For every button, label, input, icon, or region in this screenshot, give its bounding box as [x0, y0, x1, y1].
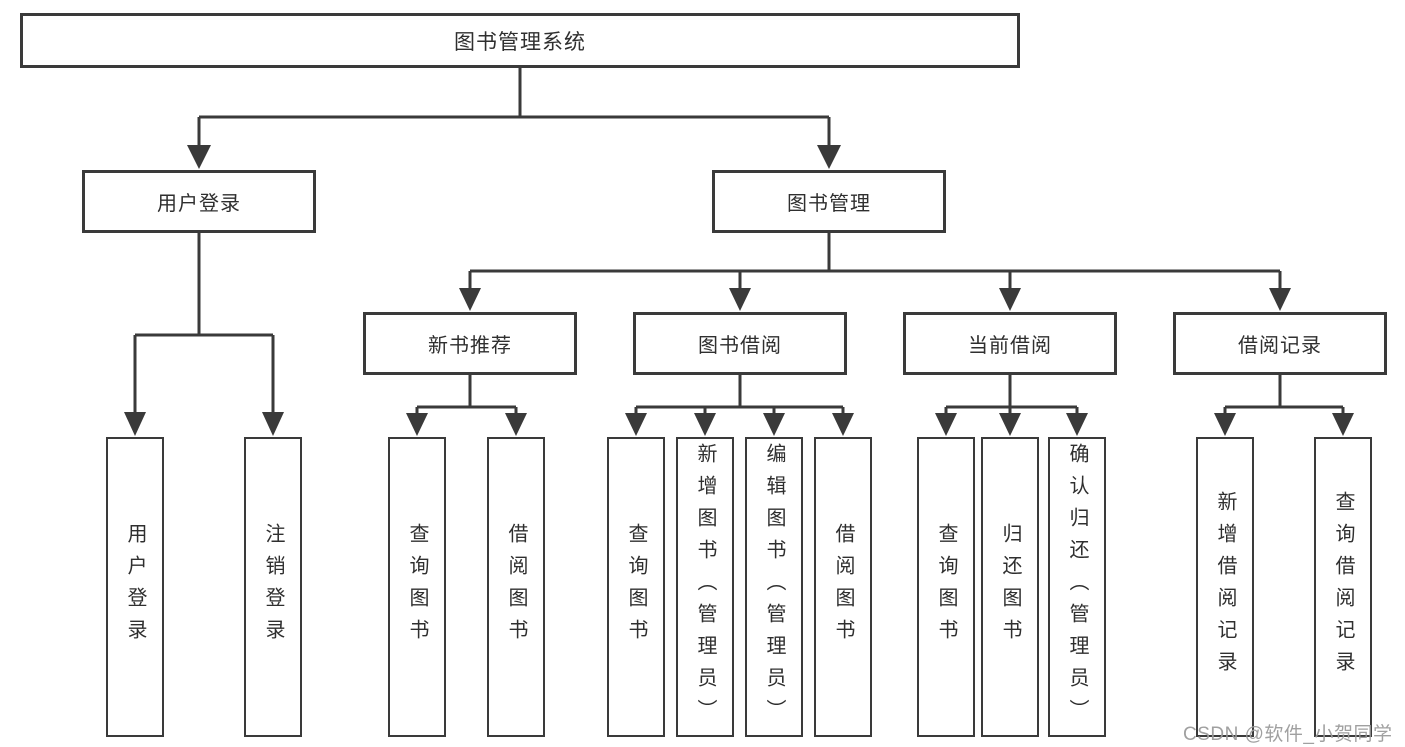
- node-borrowing-records: 借阅记录: [1173, 312, 1387, 375]
- leaf-records-query-record-label: 查询借阅记录: [1332, 491, 1354, 683]
- node-current-borrowing: 当前借阅: [903, 312, 1117, 375]
- leaf-newbook-query-books: 查询图书: [388, 437, 446, 737]
- leaf-records-query-record: 查询借阅记录: [1314, 437, 1372, 737]
- leaf-logout: 注销登录: [244, 437, 302, 737]
- node-book-borrowing: 图书借阅: [633, 312, 847, 375]
- connector-root-to-level2: [187, 68, 841, 169]
- leaf-borrow-query-books-label: 查询图书: [625, 523, 647, 651]
- leaf-current-query-books-label: 查询图书: [935, 523, 957, 651]
- node-book-management: 图书管理: [712, 170, 946, 233]
- leaf-borrow-borrow-books-label: 借阅图书: [832, 523, 854, 651]
- leaf-current-return-books: 归还图书: [981, 437, 1039, 737]
- connector-user-login-to-leaves: [124, 233, 284, 436]
- csdn-watermark: CSDN @软件_小贺同学: [1183, 724, 1393, 745]
- leaf-newbook-query-books-label: 查询图书: [406, 523, 428, 651]
- leaf-user-login: 用户登录: [106, 437, 164, 737]
- leaf-borrow-add-books-admin-label: 新增图书（管理员）: [694, 443, 716, 731]
- leaf-borrow-borrow-books: 借阅图书: [814, 437, 872, 737]
- leaf-user-login-label: 用户登录: [124, 523, 146, 651]
- connector-book-mgmt-to-level3: [459, 233, 1291, 311]
- leaf-current-return-books-label: 归还图书: [999, 523, 1021, 651]
- connector-borrow-records-to-leaves: [1214, 375, 1354, 436]
- leaf-newbook-borrow-books-label: 借阅图书: [505, 523, 527, 651]
- leaf-borrow-edit-books-admin: 编辑图书（管理员）: [745, 437, 803, 737]
- leaf-records-add-record-label: 新增借阅记录: [1214, 491, 1236, 683]
- leaf-records-add-record: 新增借阅记录: [1196, 437, 1254, 737]
- leaf-current-confirm-return-admin-label: 确认归还（管理员）: [1066, 443, 1088, 731]
- leaf-newbook-borrow-books: 借阅图书: [487, 437, 545, 737]
- connector-new-book-to-leaves: [406, 375, 527, 436]
- node-new-book-recommend: 新书推荐: [363, 312, 577, 375]
- node-library-management-system: 图书管理系统: [20, 13, 1020, 68]
- leaf-current-confirm-return-admin: 确认归还（管理员）: [1048, 437, 1106, 737]
- leaf-borrow-add-books-admin: 新增图书（管理员）: [676, 437, 734, 737]
- node-user-login: 用户登录: [82, 170, 316, 233]
- leaf-borrow-edit-books-admin-label: 编辑图书（管理员）: [763, 443, 785, 731]
- connector-book-borrow-to-leaves: [625, 375, 854, 436]
- leaf-borrow-query-books: 查询图书: [607, 437, 665, 737]
- leaf-current-query-books: 查询图书: [917, 437, 975, 737]
- connector-current-borrow-to-leaves: [935, 375, 1088, 436]
- leaf-logout-label: 注销登录: [262, 523, 284, 651]
